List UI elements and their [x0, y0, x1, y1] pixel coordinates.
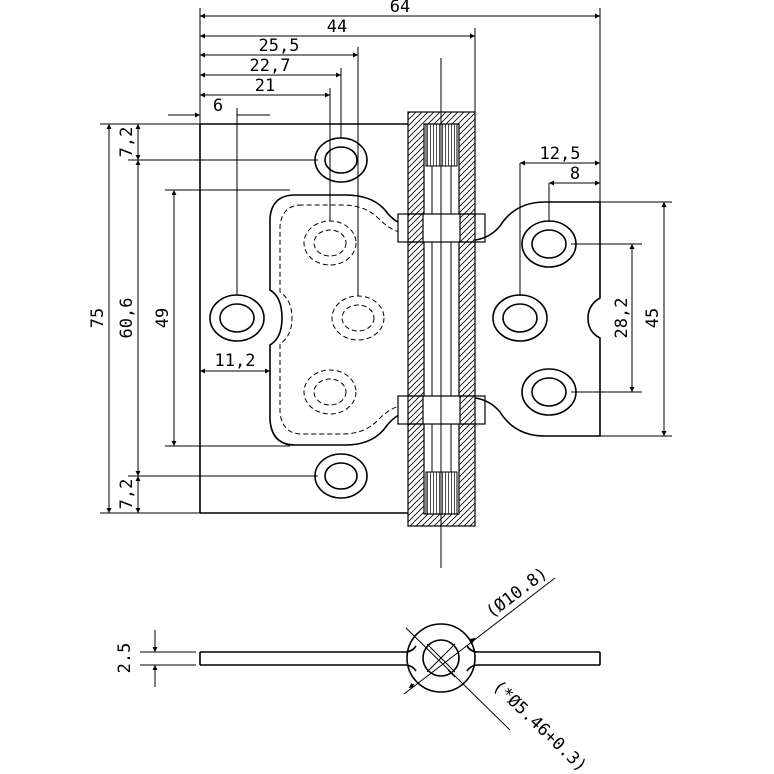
dim-width-25-5: 25,5 [259, 36, 300, 56]
dim-width-21: 21 [255, 76, 275, 96]
dim-width-6: 6 [213, 96, 223, 116]
dim-height-75: 75 [88, 308, 108, 328]
dim-height-28-2: 28,2 [612, 298, 632, 339]
dim-thickness-2-5: 2.5 [115, 643, 135, 674]
dim-width-8: 8 [570, 164, 580, 184]
hole-right-top [521, 220, 577, 268]
dim-overall-width: 64 [390, 0, 410, 17]
front-view [199, 58, 601, 568]
section-view: 2.5 (Ø10.8) (*Ø5.46+0.3) [115, 563, 601, 774]
dim-edge-bottom-7-2: 7,2 [117, 479, 137, 510]
section-leaf-right [466, 645, 601, 672]
dim-width-44: 44 [327, 17, 347, 37]
hole-inner-top [303, 220, 357, 266]
dim-diameter-inner: (*Ø5.46+0.3) [488, 677, 590, 774]
dim-width-12-5: 12,5 [540, 144, 581, 164]
left-leaf-inner-plate [269, 194, 409, 446]
section-knuckle-inner [422, 639, 460, 677]
hole-top-edge [314, 137, 368, 183]
dim-width-22-7: 22,7 [250, 56, 291, 76]
dim-edge-top-7-2: 7,2 [117, 127, 137, 158]
hole-right-mid [492, 294, 548, 342]
left-leaf-outline [199, 123, 408, 514]
hole-right-bottom [521, 368, 577, 416]
dim-height-49: 49 [153, 308, 173, 328]
dim-diameter-outer: (Ø10.8) [482, 563, 551, 622]
hole-bottom-edge [314, 453, 368, 499]
right-leaf-outline [474, 201, 601, 437]
hole-inner-mid [331, 295, 385, 341]
hinge-knuckle [397, 58, 486, 568]
dimension-lines [100, 8, 672, 514]
section-knuckle-outer [406, 623, 476, 693]
dim-width-11-2: 11,2 [215, 351, 256, 371]
dimension-labels: 64 44 25,5 22,7 21 6 75 60,6 7,2 7,2 49 … [88, 0, 663, 509]
dim-height-60-6: 60,6 [117, 298, 137, 339]
dim-height-45: 45 [643, 308, 663, 328]
left-leaf-dashed-outline [279, 204, 401, 435]
hole-left-center [209, 294, 265, 342]
section-leaf-left [199, 645, 417, 672]
hole-inner-bottom [303, 369, 357, 415]
